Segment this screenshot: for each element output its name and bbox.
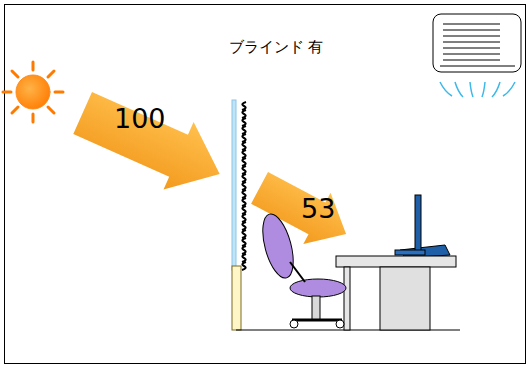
window-glass (232, 100, 236, 270)
window-sill (232, 266, 241, 330)
sun (3, 62, 63, 122)
desk (336, 256, 456, 330)
transmitted-arrow (246, 162, 360, 259)
blind-slats (242, 102, 246, 270)
chair (257, 211, 346, 328)
monitor (395, 195, 450, 258)
frame (5, 5, 526, 364)
value-label: 53 (301, 193, 335, 224)
cool-air (440, 82, 515, 97)
air-conditioner (433, 14, 521, 72)
sunlight-arrow (68, 79, 235, 208)
panel-title: ブラインド 有 (229, 38, 324, 57)
value-label: 100 (114, 103, 166, 134)
